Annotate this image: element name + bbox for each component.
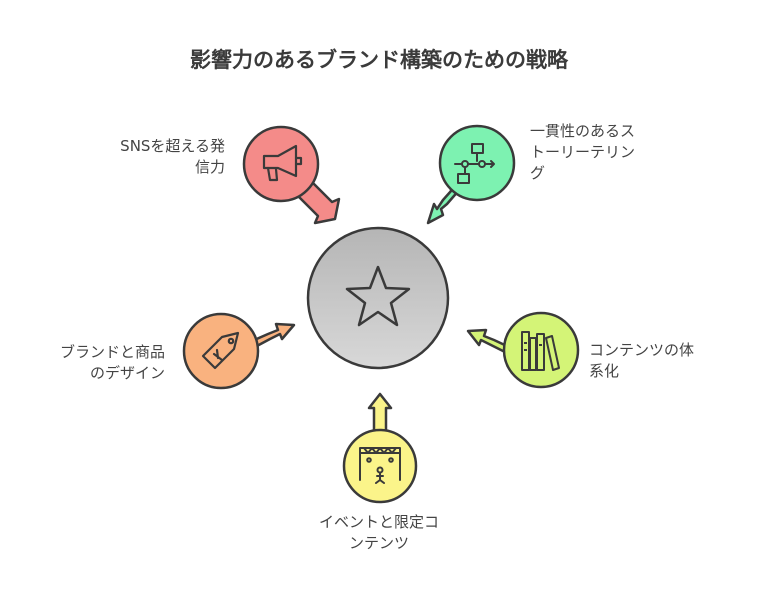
diagram-title: 影響力のあるブランド構築のための戦略 bbox=[190, 48, 568, 72]
star-icon bbox=[345, 265, 411, 327]
node-circle bbox=[342, 428, 418, 504]
arrow-content bbox=[466, 328, 511, 354]
arrow-sns bbox=[297, 181, 341, 225]
label-brand: ブランドと商品 のデザイン bbox=[59, 343, 165, 382]
node-content bbox=[466, 311, 580, 389]
center-node bbox=[306, 226, 450, 370]
flowchart-icon bbox=[454, 143, 495, 184]
label-event: イベントと限定コ ンテンツ bbox=[318, 513, 439, 552]
node-event bbox=[342, 392, 418, 504]
node-circle bbox=[502, 311, 580, 389]
price-tag-icon bbox=[201, 331, 240, 370]
node-brand bbox=[182, 312, 296, 390]
megaphone-icon bbox=[262, 144, 303, 182]
node-story bbox=[426, 124, 516, 225]
arrow-event bbox=[367, 392, 393, 434]
arrow-brand bbox=[250, 322, 296, 349]
node-sns bbox=[242, 125, 341, 225]
label-story: 一貫性のあるス トーリーテリン グ bbox=[530, 122, 636, 182]
label-sns: SNSを超える発 信力 bbox=[120, 137, 225, 176]
books-icon bbox=[521, 331, 560, 371]
node-circle bbox=[242, 125, 320, 203]
node-circle bbox=[182, 312, 260, 390]
stage-icon bbox=[359, 447, 401, 484]
label-content: コンテンツの体 系化 bbox=[589, 341, 695, 380]
arrow-story bbox=[426, 184, 462, 225]
